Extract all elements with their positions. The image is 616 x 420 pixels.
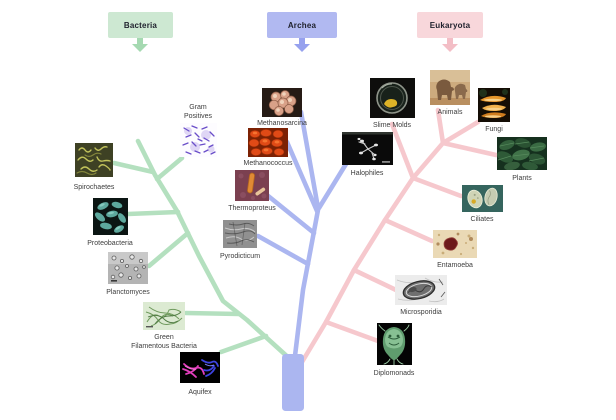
branch-bacteria-stem [135,138,293,362]
aquifex-image [180,352,220,383]
planctomyces-label: Planctomyces [106,289,150,296]
green-filamentous-bacteria-image [143,302,185,330]
branch-slime-molds [389,121,416,181]
branch-planctomyces [146,230,191,269]
diplomonads-image [377,323,412,365]
thermoproteus-label: Thermoproteus [228,205,276,212]
methanosarcina-image [262,88,302,117]
archea-branches [255,109,349,367]
microsporidia-image [395,275,447,305]
spirochaetes-image [75,143,113,177]
branch-aquifex [218,333,269,355]
domain-box-bacteria: Bacteria [108,12,173,38]
ciliates-image [462,185,503,212]
eukaryota-arrow-icon [442,38,458,52]
branch-eukaryota-stem [299,140,446,365]
halophiles-label: Halophiles [350,170,384,177]
domain-box-archea: Archea [267,12,337,38]
pyrodicticum-label: Pyrodicticum [219,253,261,260]
branch-methanosarcina [298,109,321,211]
domain-label-archea: Archea [287,20,317,30]
spirochaetes-label: Spirochaetes [73,184,115,191]
green-filamentous-label: Green Filamentous Bacteria [131,334,197,351]
branch-gram-positives [154,155,185,182]
methanosarcina-label: Methanosarcina [257,120,307,127]
branch-halophiles [316,161,349,211]
fungi-image [478,88,510,122]
bacteria-branches [111,138,293,362]
planctomyces-image [108,252,148,284]
ciliates-label: Ciliates [470,216,494,223]
branch-fungi [440,119,481,146]
branch-proteobacteria [125,209,181,217]
archea-arrow-icon [294,38,310,52]
branch-thermoproteus [264,192,317,236]
branch-plants [440,140,499,158]
branch-animals [435,107,446,146]
methanococcus-image [248,128,288,157]
entamoeba-label: Entamoeba [437,262,473,269]
branch-diplomonads [323,319,381,344]
entamoeba-image [433,230,477,258]
halophiles-image [342,132,393,165]
branch-archea-stem [291,207,321,367]
animals-label: Animals [437,109,463,116]
eukaryota-branches [299,107,499,365]
gram-positives-label: Gram Positives [183,104,212,121]
methanococcus-label: Methanococcus [243,160,293,167]
proteobacteria-image [93,198,128,235]
branch-green-filamentous [183,310,242,317]
tree-trunk [282,354,304,411]
branch-methanococcus [284,139,320,214]
slime-molds-label: Slime Molds [372,122,412,129]
branch-microsporidia [351,267,399,293]
thermoproteus-image [235,170,269,201]
plants-label: Plants [512,175,532,182]
microsporidia-label: Microsporidia [400,309,442,316]
plants-image [497,137,547,170]
branch-pyrodicticum [255,233,311,267]
gram-positives-image [180,123,217,157]
proteobacteria-label: Proteobacteria [87,240,133,247]
pyrodicticum-image [223,220,257,248]
branch-spirochaetes [111,160,156,175]
fungi-label: Fungi [485,126,503,133]
animals-image [430,70,470,105]
domain-box-eukaryota: Eukaryota [417,12,483,38]
bacteria-arrow-icon [132,38,148,52]
domain-label-eukaryota: Eukaryota [429,20,471,30]
branch-ciliates [410,175,464,199]
aquifex-label: Aquifex [188,389,212,396]
domain-label-bacteria: Bacteria [123,20,158,30]
diplomonads-label: Diplomonads [373,370,415,377]
branch-entamoeba [382,217,435,244]
slime-molds-image [370,78,415,118]
